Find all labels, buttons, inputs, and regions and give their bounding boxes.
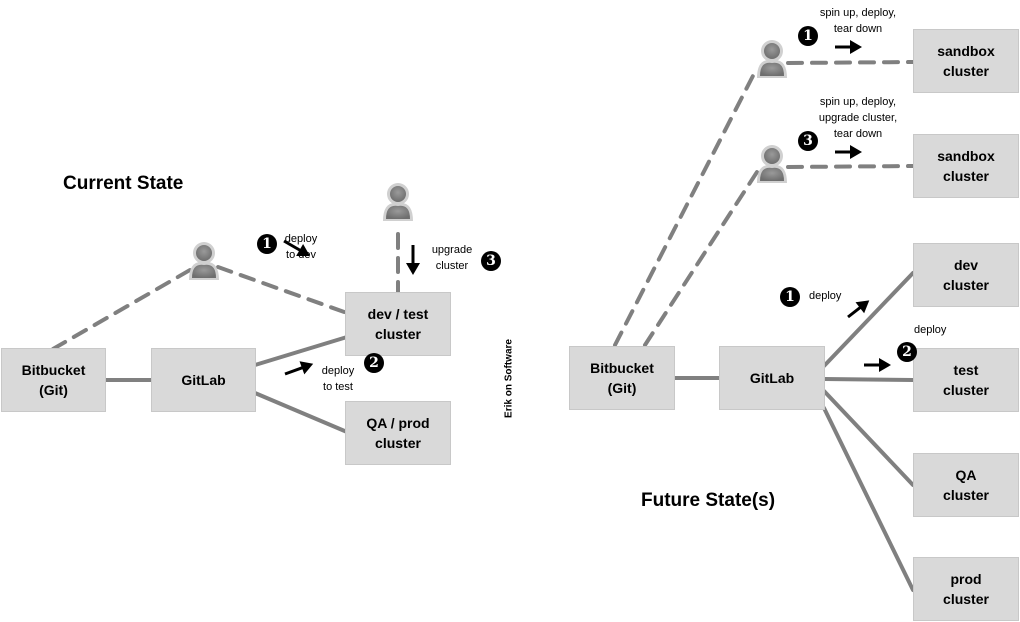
user-icon	[383, 183, 413, 221]
future-test-cluster-box[interactable]: test cluster	[913, 348, 1019, 412]
future-qa-cluster-box[interactable]: QA cluster	[913, 453, 1019, 517]
dashed-bitbucket-user2-future	[643, 170, 759, 347]
step-badge-1: 1	[798, 26, 818, 46]
current-state-title: Current State	[63, 173, 184, 194]
box-label-line: cluster	[375, 435, 421, 451]
dashed-user1-sandbox1-future	[786, 60, 916, 65]
link-gitlab-qaprod-current	[253, 391, 349, 434]
step-label-deploy-test: deploy	[914, 324, 947, 336]
arrow-icon	[835, 40, 862, 54]
arrow-icon	[284, 361, 314, 376]
box-label-line: cluster	[375, 326, 421, 342]
link-gitlab-prod-future	[822, 406, 915, 592]
step-label-deploy-dev: deploy	[809, 290, 842, 302]
box-label-line: sandbox	[937, 148, 995, 164]
user-icon	[757, 145, 787, 183]
label-line: tear down	[833, 23, 883, 35]
box-label-line: dev	[953, 257, 979, 273]
label-line: cluster	[435, 260, 469, 272]
dashed-user-devtest-current	[216, 265, 349, 315]
user-icon	[189, 242, 219, 280]
future-dev-cluster-box[interactable]: dev cluster	[913, 243, 1019, 307]
arrow-icon	[847, 300, 870, 319]
label-line: deploy	[284, 233, 318, 245]
current-gitlab-box[interactable]: GitLab	[151, 348, 256, 412]
step-badge-3: 3	[481, 251, 501, 271]
dashed-bitbucket-user-current	[51, 268, 192, 351]
box-label-line: cluster	[943, 63, 989, 79]
step-label-deploy-to-test: deploy to test	[316, 363, 360, 395]
box-label-line: QA	[955, 467, 977, 483]
current-bitbucket-box[interactable]: Bitbucket (Git)	[1, 348, 106, 412]
box-label-line: cluster	[943, 168, 989, 184]
box-label-line: GitLab	[749, 370, 795, 386]
arrow-icon	[406, 245, 420, 275]
label-line: upgrade cluster,	[818, 112, 898, 124]
step-badge-1: 1	[257, 234, 277, 254]
box-label-line: GitLab	[181, 372, 226, 388]
label-line: to test	[323, 381, 353, 393]
step-badge-3: 3	[798, 131, 818, 151]
step-label-sandbox-2: spin up, deploy, upgrade cluster, tear d…	[808, 94, 908, 142]
arrow-icon	[835, 145, 862, 159]
step-badge-2: 2	[364, 353, 384, 373]
label-line: deploy	[321, 365, 355, 377]
future-prod-cluster-box[interactable]: prod cluster	[913, 557, 1019, 621]
arrow-icon	[864, 358, 891, 372]
future-bitbucket-box[interactable]: Bitbucket (Git)	[569, 346, 675, 410]
box-label-line: sandbox	[937, 43, 995, 59]
future-gitlab-box[interactable]: GitLab	[719, 346, 825, 410]
future-sandbox-cluster-box-1[interactable]: sandbox cluster	[913, 29, 1019, 93]
link-gitlab-test-future	[822, 377, 915, 382]
label-line: spin up, deploy,	[819, 7, 897, 19]
label-line: tear down	[833, 128, 883, 140]
credit-text: Erik on Software	[503, 339, 515, 418]
arrow-icon	[283, 239, 310, 257]
box-label-line: prod	[950, 571, 982, 587]
label-line: to dev	[286, 249, 316, 261]
future-sandbox-cluster-box-2[interactable]: sandbox cluster	[913, 134, 1019, 198]
step-badge-2: 2	[897, 342, 917, 362]
dashed-bitbucket-user1-future	[613, 66, 759, 347]
box-label-line: cluster	[943, 382, 989, 398]
current-qaprod-cluster-box[interactable]: QA / prod cluster	[345, 401, 451, 465]
box-label-line: Bitbucket	[590, 360, 654, 376]
label-line: spin up, deploy,	[819, 96, 897, 108]
current-devtest-cluster-box[interactable]: dev / test cluster	[345, 292, 451, 356]
box-label-line: test	[953, 362, 979, 378]
box-label-line: cluster	[943, 277, 989, 293]
box-label-line: (Git)	[39, 382, 68, 398]
box-label-line: dev / test	[367, 306, 429, 322]
box-label-line: Bitbucket	[21, 362, 86, 378]
link-gitlab-devtest-current	[253, 335, 349, 367]
user-icon	[757, 40, 787, 78]
step-label-upgrade-cluster: upgrade cluster	[427, 242, 477, 274]
box-label-line: (Git)	[607, 380, 637, 396]
label-line: upgrade	[431, 244, 473, 256]
box-label-line: cluster	[943, 591, 989, 607]
box-label-line: cluster	[943, 487, 989, 503]
dashed-user2-sandbox2-future	[786, 164, 916, 169]
link-gitlab-dev-future	[822, 271, 915, 368]
box-label-line: QA / prod	[366, 415, 430, 431]
future-state-title: Future State(s)	[641, 490, 776, 511]
link-gitlab-qa-future	[822, 389, 915, 487]
step-label-deploy-to-dev: deploy to dev	[280, 231, 322, 263]
step-label-sandbox-1: spin up, deploy, tear down	[808, 5, 908, 37]
step-badge-1: 1	[780, 287, 800, 307]
